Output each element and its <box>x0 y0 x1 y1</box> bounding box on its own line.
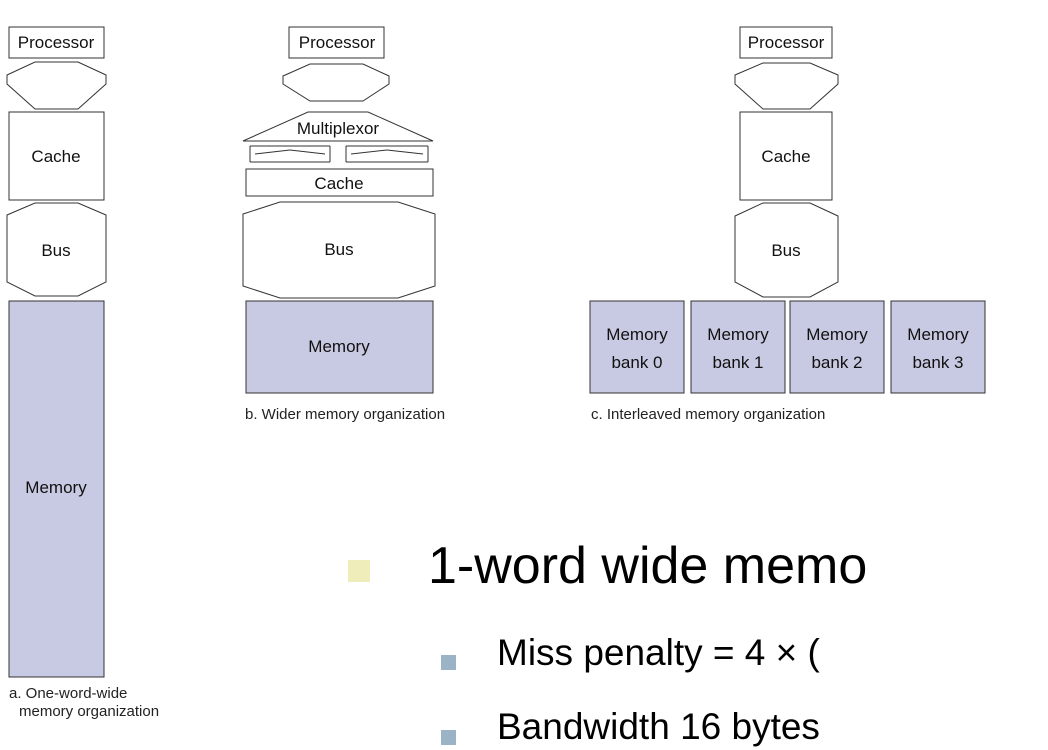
caption-a-line1: a. One-word-wide <box>9 685 127 702</box>
caption-a-line2: memory organization <box>19 703 159 720</box>
bullet-sub1-marker <box>441 655 456 670</box>
cache-box <box>8 111 105 201</box>
cache-label: Cache <box>761 147 810 166</box>
bullet-sub2-text: Bandwidth 16 bytes <box>497 706 820 747</box>
processor-box <box>739 26 833 59</box>
bus-label: Bus <box>324 240 353 259</box>
bus-shape <box>734 202 839 298</box>
bank-3-line2: bank 3 <box>912 353 963 372</box>
mux-cache-connectors <box>249 145 429 163</box>
diagram-interleaved-memory: Processor Cache Bus Memory bank 0 Memory… <box>589 26 986 423</box>
caption-b: b. Wider memory organization <box>245 406 445 423</box>
memory-label: Memory <box>25 478 87 497</box>
multiplexor-label: Multiplexor <box>297 119 380 138</box>
memory-box <box>8 300 105 678</box>
multiplexor-shape <box>242 111 434 142</box>
bullet-sub2-marker <box>441 730 456 745</box>
processor-box <box>288 26 385 59</box>
memory-bank-1 <box>690 300 786 394</box>
bullet-sub1-text: Miss penalty = 4 × ( <box>497 632 820 673</box>
bullet-main-marker <box>348 560 370 582</box>
processor-mux-connector <box>282 63 390 102</box>
bullet-main-text: 1-word wide memo <box>428 537 868 595</box>
bank-2-line1: Memory <box>806 325 868 344</box>
processor-label: Processor <box>299 33 376 52</box>
processor-cache-connector <box>6 61 107 110</box>
processor-label: Processor <box>748 33 825 52</box>
processor-box <box>8 26 105 59</box>
cache-label: Cache <box>314 174 363 193</box>
caption-c: c. Interleaved memory organization <box>591 406 825 423</box>
memory-bank-2 <box>789 300 885 394</box>
bank-3-line1: Memory <box>907 325 969 344</box>
bus-shape <box>242 201 436 299</box>
bank-1-line1: Memory <box>707 325 769 344</box>
bus-shape <box>6 202 107 297</box>
diagram-one-word-wide: Processor Cache Bus Memory a. One-word-w… <box>6 26 159 720</box>
memory-label: Memory <box>308 337 370 356</box>
cache-label: Cache <box>31 147 80 166</box>
cache-box <box>739 111 833 201</box>
cache-box <box>245 168 434 197</box>
processor-label: Processor <box>18 33 95 52</box>
memory-box <box>245 300 434 394</box>
bus-label: Bus <box>41 241 70 260</box>
diagram-wider-memory: Processor Multiplexor Cache Bus Memory b… <box>242 26 445 423</box>
bank-0-line1: Memory <box>606 325 668 344</box>
processor-cache-connector <box>734 62 839 110</box>
bus-label: Bus <box>771 241 800 260</box>
memory-bank-3 <box>890 300 986 394</box>
bank-0-line2: bank 0 <box>611 353 662 372</box>
bank-2-line2: bank 2 <box>811 353 862 372</box>
memory-bank-0 <box>589 300 685 394</box>
bank-1-line2: bank 1 <box>712 353 763 372</box>
